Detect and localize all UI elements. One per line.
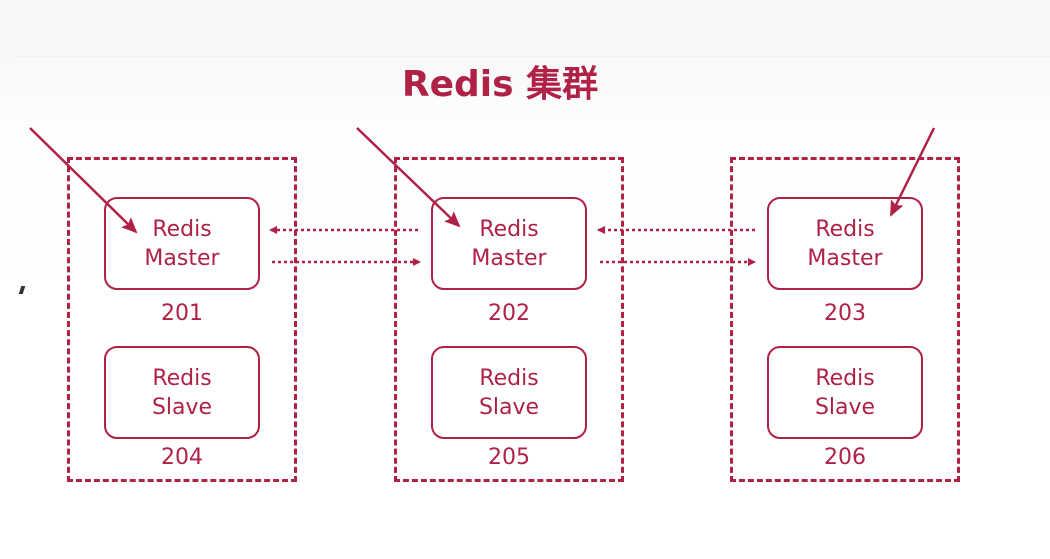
- slave-node-2: Redis Slave: [431, 346, 587, 439]
- slave-node-1-line1: Redis: [152, 365, 212, 391]
- slave-node-3: Redis Slave: [767, 346, 923, 439]
- slave-node-1: Redis Slave: [104, 346, 260, 439]
- diagram-title: Redis 集群: [401, 64, 599, 105]
- slave-node-3-line1: Redis: [815, 365, 875, 391]
- master-node-1-line2: Master: [144, 245, 220, 271]
- master-node-3-id: 203: [824, 301, 866, 326]
- slave-node-3-id: 206: [824, 445, 866, 470]
- master-node-1: Redis Master: [104, 197, 260, 290]
- node-group-1: [67, 157, 297, 482]
- master-node-3: Redis Master: [767, 197, 923, 290]
- master-node-2-line2: Master: [471, 245, 547, 271]
- master-node-2-id: 202: [488, 301, 530, 326]
- master-node-2: Redis Master: [431, 197, 587, 290]
- slave-node-2-id: 205: [488, 445, 530, 470]
- client-arrow-1: [29, 127, 138, 234]
- node-group-2: [394, 157, 624, 482]
- master-node-3-line1: Redis: [815, 216, 875, 242]
- master-node-1-line1: Redis: [152, 216, 212, 242]
- client-arrow-2: [356, 127, 461, 228]
- client-arrow-3: [889, 127, 936, 217]
- master-node-1-id: 201: [161, 301, 203, 326]
- slave-node-3-line2: Slave: [814, 394, 876, 420]
- slide-top-edge: [18, 56, 1050, 57]
- master-node-2-line1: Redis: [479, 216, 539, 242]
- master-node-3-line2: Master: [807, 245, 883, 271]
- node-group-3: [730, 157, 960, 482]
- slave-node-2-line2: Slave: [478, 394, 540, 420]
- slave-node-1-id: 204: [161, 445, 203, 470]
- slave-node-1-line2: Slave: [151, 394, 213, 420]
- slave-node-2-line1: Redis: [479, 365, 539, 391]
